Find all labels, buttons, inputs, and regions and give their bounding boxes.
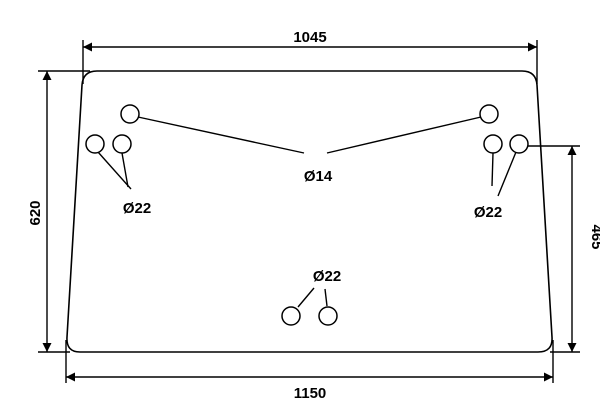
right-height-label: 465 [588, 224, 600, 249]
hole-top-left-14 [120, 104, 140, 124]
top-width-dimension [82, 40, 538, 84]
holes [85, 104, 529, 326]
hole-bottom-22-a [281, 306, 301, 326]
hole-top-right-14 [479, 104, 499, 124]
hole-bottom-22-b [318, 306, 338, 326]
bottom-width-dimension [65, 340, 554, 383]
hole-right-22-b [509, 134, 529, 154]
height-dimension [38, 70, 90, 353]
bottom-width-label: 1150 [294, 385, 327, 402]
left-hole-label: Ø22 [123, 200, 151, 217]
hole-right-22-a [483, 134, 503, 154]
hole-left-22-b [112, 134, 132, 154]
bottom-hole-label: Ø22 [313, 268, 341, 285]
right-hole-label: Ø22 [474, 204, 502, 221]
top-hole-label: Ø14 [304, 168, 333, 185]
top-width-label: 1045 [293, 29, 326, 46]
height-label: 620 [27, 200, 44, 225]
hole-left-22-a [85, 134, 105, 154]
leader-lines [97, 116, 517, 308]
right-height-dimension [528, 145, 580, 353]
